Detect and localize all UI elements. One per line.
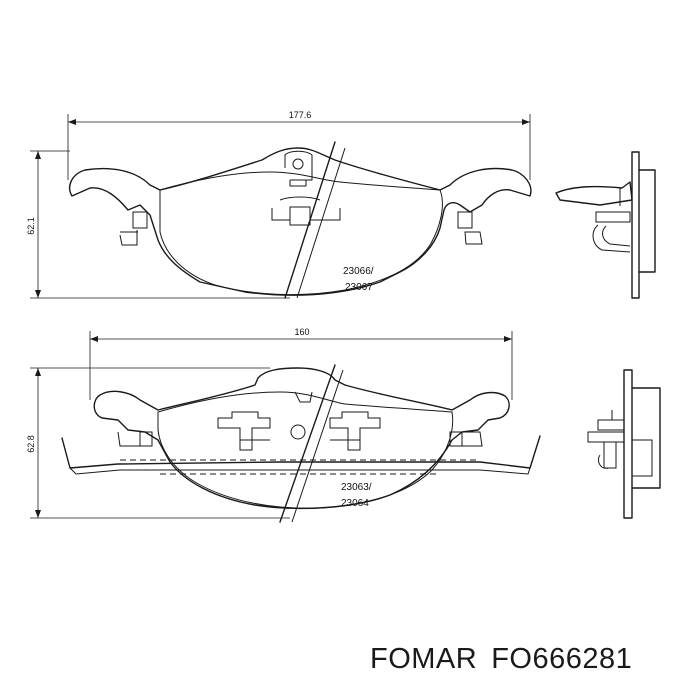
bottom-width-label: 160: [294, 327, 309, 337]
top-part-number-1: 23066/: [343, 266, 374, 277]
bottom-right-clip: [449, 431, 483, 447]
top-height-label: 62.1: [26, 217, 36, 235]
bottom-side-profile: [587, 369, 661, 519]
part-code: FO666281: [491, 643, 633, 675]
top-width-dimension: 177.6: [67, 110, 531, 180]
top-slot-line-2: [296, 147, 346, 299]
bottom-left-clip: [117, 431, 153, 447]
top-brake-pad: 177.6 62.1: [26, 110, 656, 299]
bottom-height-label: 62.8: [26, 435, 36, 453]
bottom-center-clips: [217, 411, 381, 451]
bottom-height-dimension: 62.8: [26, 367, 290, 519]
top-right-clip: [457, 211, 483, 245]
product-caption: FOMAR FO666281: [370, 643, 646, 676]
top-part-number-2: 23067: [345, 282, 373, 293]
top-friction-pad: [159, 171, 443, 296]
bottom-backing-plate: [93, 367, 510, 510]
bottom-part-number-2: 23064: [341, 498, 369, 509]
top-left-clip: [119, 211, 148, 246]
bottom-slot-line-2: [291, 369, 344, 523]
bottom-slot-line: [279, 364, 336, 523]
top-center-clip: [271, 196, 341, 226]
bottom-friction-pad: [157, 391, 454, 509]
bottom-part-number-1: 23063/: [341, 482, 372, 493]
bottom-brake-pad: 160 62.8: [26, 327, 661, 523]
bottom-width-dimension: 160: [89, 327, 513, 400]
bottom-center-tab: [290, 391, 313, 440]
top-height-dimension: 62.1: [26, 150, 290, 299]
top-backing-plate: [68, 147, 532, 296]
top-width-label: 177.6: [289, 110, 312, 120]
brand-name: FOMAR: [370, 643, 478, 675]
top-center-tab: [284, 150, 313, 187]
top-side-profile: [555, 151, 656, 299]
top-slot-line: [284, 141, 336, 299]
